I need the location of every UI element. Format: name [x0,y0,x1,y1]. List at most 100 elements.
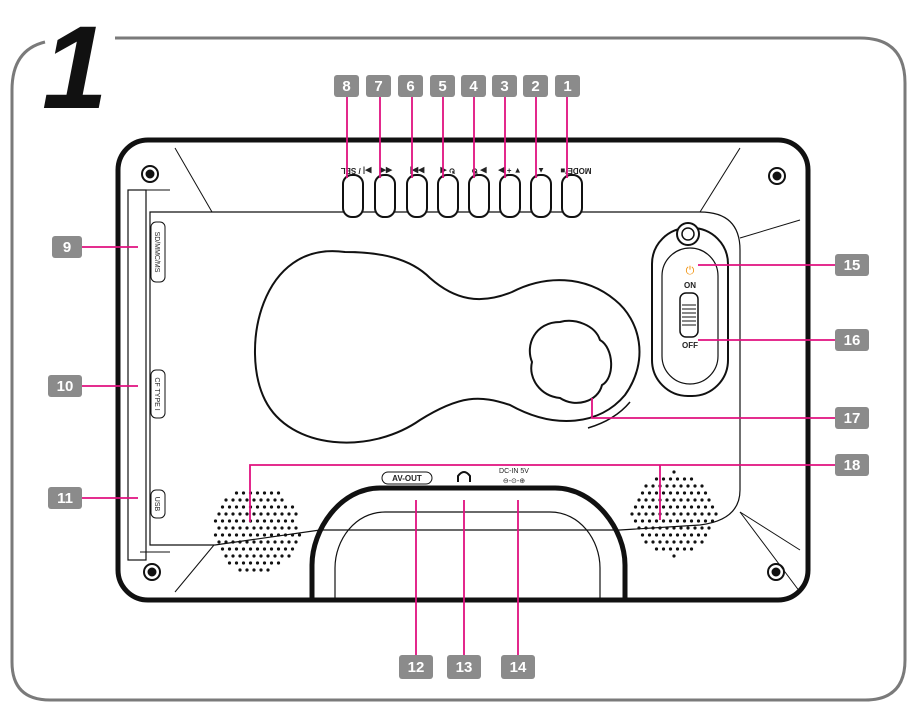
speaker-hole [255,561,260,565]
speaker-hole [283,505,288,509]
speaker-hole [255,533,260,537]
svg-text:17: 17 [844,410,861,427]
callout-18: 18 [835,454,869,476]
power-switch[interactable] [679,292,699,338]
speaker-hole [255,519,260,523]
speaker-hole [238,554,242,558]
svg-text:16: 16 [844,332,861,349]
speaker-hole [290,547,295,551]
outer-frame [10,36,907,702]
button-label-5: ↻ ◀ [440,166,456,175]
speaker-hole [238,568,242,572]
speaker-hole [234,519,239,523]
up-button[interactable] [530,174,552,218]
speaker-hole [266,554,270,558]
speaker-hole [273,526,277,530]
speaker-hole [259,526,263,530]
speaker-hole [255,505,260,509]
callout-11: 11 [48,487,82,509]
usb-port[interactable]: USB [153,497,160,512]
speaker-hole [252,526,256,530]
speaker-hole [238,498,242,502]
dc-in-jack[interactable]: DC-IN 5V [499,468,529,475]
speaker-hole [220,533,225,537]
callout-4: 4 [461,75,486,97]
svg-text:5: 5 [438,78,446,95]
rotate-left-button[interactable] [437,174,459,218]
speaker-hole [693,484,697,488]
av-out-jack[interactable]: AV-OUT [392,474,422,483]
speaker-hole [647,519,652,523]
speaker-hole [707,498,711,502]
play-rotate-button[interactable] [468,174,490,218]
speaker-hole [224,540,228,544]
previous-button[interactable] [374,174,396,218]
headphone-jack[interactable] [457,471,471,482]
speaker-hole [654,505,659,509]
speaker-hole [252,554,256,558]
callout-14: 14 [501,655,535,679]
speaker-hole [654,477,659,481]
speaker-hole [259,498,263,502]
speaker-hole [276,547,281,551]
next-button[interactable] [406,174,428,218]
speaker-hole [266,540,270,544]
speaker-hole [658,526,662,530]
stand-recess [254,250,641,444]
speaker-hole [245,526,249,530]
mode-button[interactable] [561,174,583,218]
speaker-hole [262,533,267,537]
speaker-hole [245,568,249,572]
speaker-hole [700,540,704,544]
speaker-hole [675,505,680,509]
speaker-hole [262,519,267,523]
svg-text:14: 14 [510,659,527,676]
speaker-hole [227,519,232,523]
play-select-button[interactable] [342,174,364,218]
speaker-hole [661,505,666,509]
power-switch-housing: ⏻ ON OFF [651,222,729,397]
speaker-hole [647,491,652,495]
speaker-hole [689,491,694,495]
speaker-hole [679,484,683,488]
speaker-hole [668,533,673,537]
speaker-hole [234,491,239,495]
callout-8: 8 [334,75,359,97]
svg-text:7: 7 [374,78,382,95]
speaker-hole [283,519,288,523]
speaker-hole [280,526,284,530]
speaker-hole [224,554,228,558]
speaker-hole [297,533,302,537]
speaker-hole [266,526,270,530]
speaker-hole [644,498,648,502]
speaker-hole [238,526,242,530]
speaker-hole [682,491,687,495]
sd-mmc-ms-slot[interactable]: SD/MMC/MS [153,232,160,273]
speaker-hole [262,547,267,551]
speaker-hole [672,498,676,502]
speaker-hole [640,519,645,523]
cf-card-slot[interactable]: CF TYPE I [153,377,160,410]
callout-15: 15 [835,254,869,276]
svg-text:13: 13 [456,659,473,676]
stand-mount[interactable] [528,320,613,404]
speaker-hole [224,512,228,516]
speaker-hole [679,498,683,502]
callout-1: 1 [555,75,580,97]
speaker-hole [651,498,655,502]
speaker-hole [280,540,284,544]
step-number: 1 [42,2,108,134]
speaker-hole [227,547,232,551]
speaker-hole [252,512,256,516]
speaker-hole [682,533,687,537]
button-label-1: MODE/■ [560,166,591,175]
speaker-hole [672,526,676,530]
speaker-hole [640,505,645,509]
callouts: 8 7 6 5 4 3 2 1 9 10 11 12 13 14 15 16 1… [48,75,869,679]
speaker-hole [654,491,659,495]
speaker-hole [661,477,666,481]
down-right-button[interactable] [499,174,521,218]
bottom-handle [309,485,628,600]
speaker-hole [287,512,291,516]
speaker-hole [665,526,669,530]
